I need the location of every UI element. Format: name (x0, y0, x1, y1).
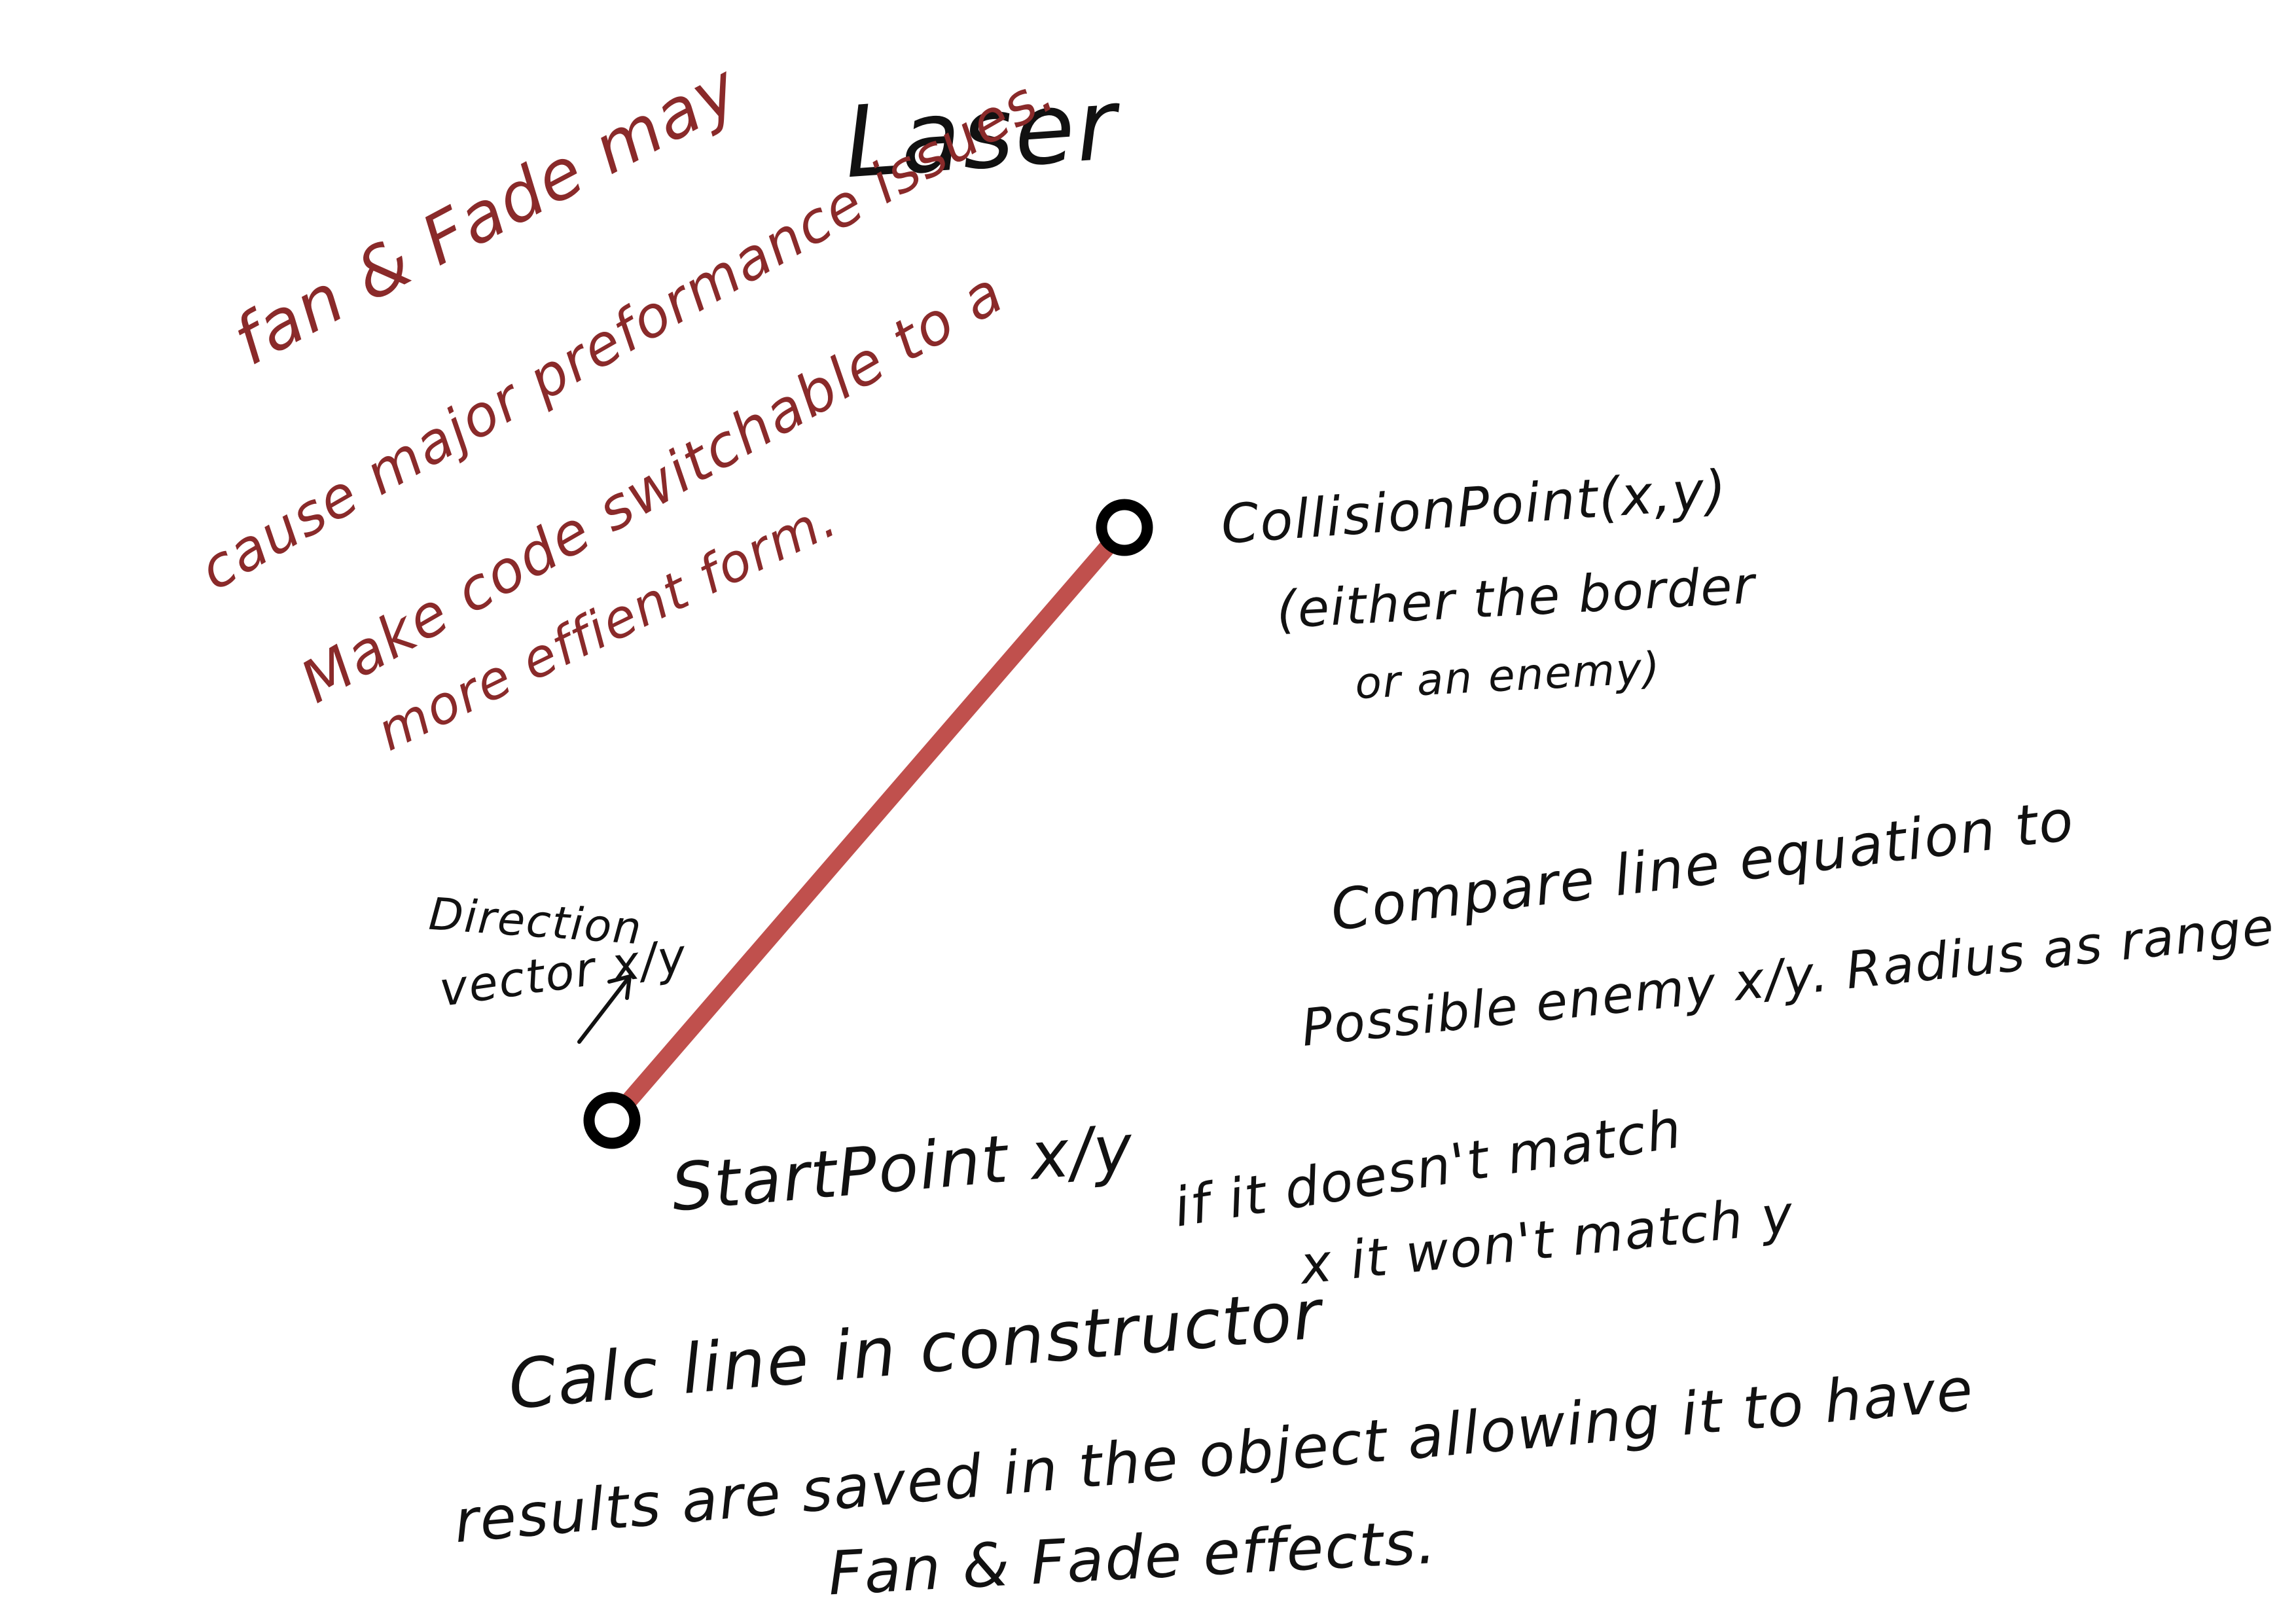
collision-point-marker (1096, 499, 1153, 556)
direction-arrow-icon (577, 974, 632, 1044)
laser-beam-line (603, 519, 1133, 1129)
start-point-marker (583, 1092, 641, 1149)
